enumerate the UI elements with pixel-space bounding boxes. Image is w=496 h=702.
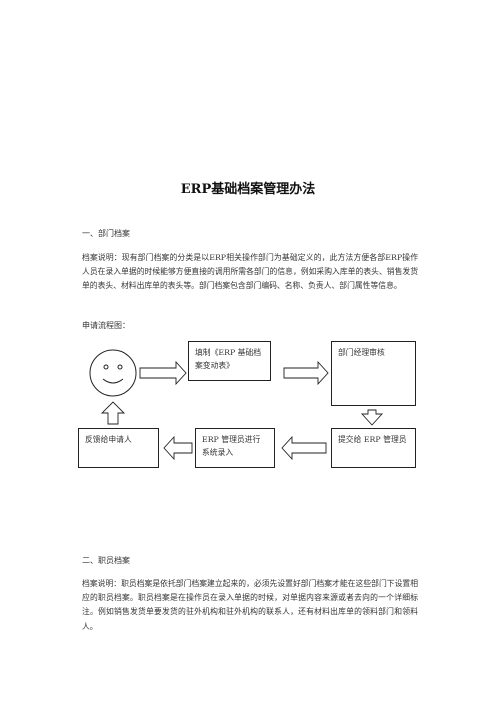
step-manager-review-box: 部门经理审核 — [331, 341, 416, 406]
arrow-up-icon — [100, 401, 126, 425]
arrow-right-icon — [139, 360, 187, 386]
arrow-left-icon — [281, 435, 327, 461]
step-fill-form-box: 填制《ERP 基础档案变动表》 — [188, 341, 271, 381]
step-fill-form-text: 填制《ERP 基础档案变动表》 — [195, 348, 262, 370]
step-submit-box: 提交给 ERP 管理员 — [331, 428, 416, 468]
employee-description: 档案说明：职员档案是依托部门档案建立起来的，必须先设置好部门档案才能在这些部门下… — [82, 579, 418, 631]
step-system-entry-box: ERP 管理员进行系统录入 — [195, 428, 275, 468]
flow-label: 申请流程图： — [82, 321, 130, 330]
section-heading-department: 一、部门档案 — [82, 229, 130, 238]
step-feedback-text: 反馈给申请人 — [85, 435, 132, 444]
step-feedback-box: 反馈给申请人 — [78, 428, 159, 468]
smiley-face-icon — [89, 349, 137, 397]
arrow-down-icon — [360, 409, 384, 426]
section-heading-employee: 二、职员档案 — [82, 556, 130, 565]
arrow-right-icon — [283, 360, 329, 386]
department-description: 档案说明：现有部门档案的分类是以ERP相关操作部门为基础定义的，此方法方便各部E… — [82, 253, 418, 291]
step-manager-review-text: 部门经理审核 — [338, 348, 385, 357]
step-system-entry-text: ERP 管理员进行系统录入 — [202, 435, 261, 457]
step-submit-text: 提交给 ERP 管理员 — [338, 435, 407, 444]
document-title: ERP基础档案管理办法 — [180, 182, 316, 197]
arrow-left-icon — [163, 435, 193, 461]
